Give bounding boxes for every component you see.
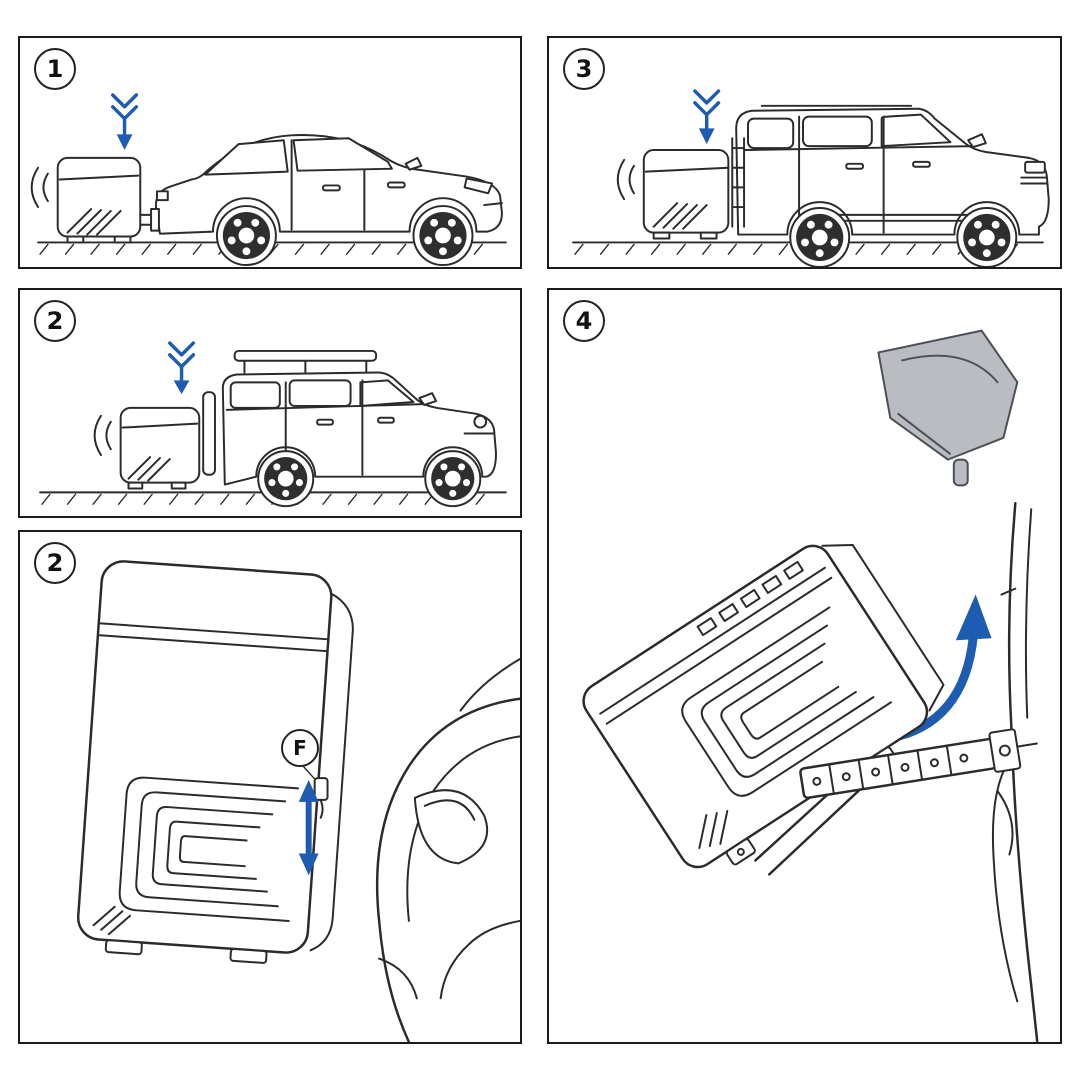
step-number-badge: 3 — [563, 48, 605, 90]
rear-wheel — [257, 450, 315, 508]
panel-step-4: 4 — [547, 288, 1062, 1044]
press-down-arrow-icon — [693, 89, 721, 145]
rib-pattern — [118, 776, 300, 922]
rack-frame — [731, 137, 746, 228]
motion-lines — [93, 414, 112, 457]
height-adjust-arrow-icon — [298, 780, 319, 876]
suv-illustration — [572, 89, 1050, 267]
press-down-arrow-icon — [168, 341, 196, 395]
rear-wheel — [789, 207, 851, 267]
roof-rack — [233, 349, 378, 374]
rib-pattern — [681, 606, 892, 797]
front-wheel — [424, 450, 482, 508]
panel-step-2-vehicle: 2 — [18, 288, 522, 518]
cargo-box-detail-illustration — [76, 560, 520, 1042]
panel-step-2-detail: 2 F — [18, 530, 522, 1044]
motion-lines — [30, 166, 49, 209]
panel-step-1: 1 — [18, 36, 522, 269]
panel-step-3: 3 — [547, 36, 1062, 269]
vent-slots — [696, 560, 804, 637]
suv-car — [735, 104, 1050, 267]
cargo-box — [76, 560, 354, 964]
trim-part — [877, 329, 1019, 487]
mount-pad — [202, 391, 216, 476]
compact-suv-illustration — [39, 341, 507, 508]
sedan-car — [155, 134, 503, 267]
motion-lines — [616, 158, 635, 201]
step-number-badge: 4 — [563, 300, 605, 342]
sedan-illustration — [30, 93, 507, 267]
cargo-box — [582, 543, 945, 869]
cargo-box — [119, 406, 201, 490]
car-rear-corner — [375, 658, 520, 1042]
compact-suv-car — [221, 349, 497, 508]
rear-wheel — [215, 205, 277, 267]
tilt-detail-illustration — [582, 329, 1039, 1042]
cargo-box — [642, 149, 730, 240]
step-number-badge: 2 — [34, 300, 76, 342]
cargo-box — [56, 156, 160, 244]
latch-label-f: F — [281, 729, 319, 767]
step-number-badge: 2 — [34, 542, 76, 584]
front-wheel — [956, 207, 1018, 267]
front-wheel — [412, 205, 474, 267]
swing-arm — [754, 728, 1038, 876]
press-down-arrow-icon — [111, 93, 139, 151]
step-number-badge: 1 — [34, 48, 76, 90]
